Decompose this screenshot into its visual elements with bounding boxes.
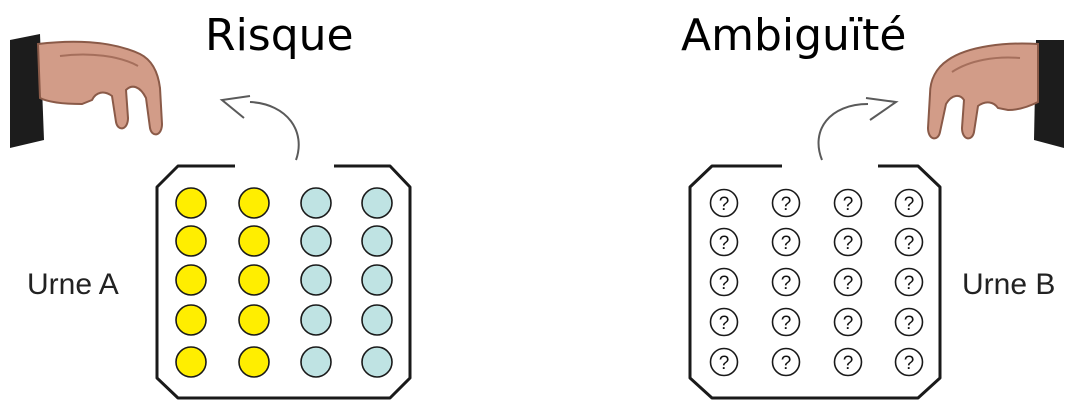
ball-question-mark: ? [843,353,854,374]
ball-question-mark: ? [904,353,915,374]
hand-left-icon [10,34,164,148]
ball-question-mark: ? [781,273,792,294]
ball-yellow [175,187,207,219]
ball-question-mark: ? [719,353,730,374]
ball-question-mark: ? [904,233,915,254]
heading-ambiguity: Ambiguïté [681,10,907,61]
ball-yellow [238,304,270,336]
ball-blue [300,264,332,296]
ball-unknown [709,188,739,218]
urn-b-balls: ???????????????????? [709,188,924,377]
ball-unknown [894,227,924,257]
ball-unknown [709,227,739,257]
ball-unknown [894,267,924,297]
ball-unknown [833,227,863,257]
ball-yellow [238,225,270,257]
urn-a-balls [175,187,393,378]
ball-blue [300,346,332,378]
ball-unknown [709,347,739,377]
ball-blue [361,264,393,296]
ball-question-mark: ? [719,273,730,294]
ball-unknown [894,347,924,377]
ball-unknown [771,227,801,257]
ball-unknown [709,267,739,297]
ball-blue [361,304,393,336]
ball-blue [361,187,393,219]
ball-question-mark: ? [719,233,730,254]
ball-blue [300,225,332,257]
ball-yellow [238,346,270,378]
ball-unknown [894,307,924,337]
urn-b-outline [688,164,942,400]
ball-question-mark: ? [904,313,915,334]
ball-question-mark: ? [843,233,854,254]
ball-yellow [175,346,207,378]
ball-blue [361,225,393,257]
ball-question-mark: ? [843,313,854,334]
ball-question-mark: ? [904,273,915,294]
ball-unknown [771,347,801,377]
ball-yellow [238,264,270,296]
ball-unknown [833,267,863,297]
ball-question-mark: ? [781,233,792,254]
ball-blue [361,346,393,378]
ball-yellow [175,225,207,257]
ball-question-mark: ? [904,194,915,215]
ball-unknown [771,307,801,337]
hand-right-icon [926,40,1064,148]
ball-unknown [771,188,801,218]
ball-yellow [175,304,207,336]
ball-yellow [175,264,207,296]
urn-b-label: Urne B [962,268,1056,301]
arrow-left-icon [219,95,300,161]
ball-question-mark: ? [719,194,730,215]
urn-a-label: Urne A [27,268,119,301]
ball-question-mark: ? [781,313,792,334]
ball-question-mark: ? [781,353,792,374]
ball-blue [300,304,332,336]
ball-question-mark: ? [719,313,730,334]
ball-question-mark: ? [781,194,792,215]
ball-question-mark: ? [843,194,854,215]
ball-unknown [709,307,739,337]
ball-unknown [833,188,863,218]
arrow-right-icon [817,97,899,161]
ball-blue [300,187,332,219]
ball-unknown [833,307,863,337]
heading-risk: Risque [205,10,354,61]
urn-a-outline [155,164,412,400]
ball-unknown [833,347,863,377]
ball-unknown [894,188,924,218]
ball-unknown [771,267,801,297]
ball-yellow [238,187,270,219]
ball-question-mark: ? [843,273,854,294]
